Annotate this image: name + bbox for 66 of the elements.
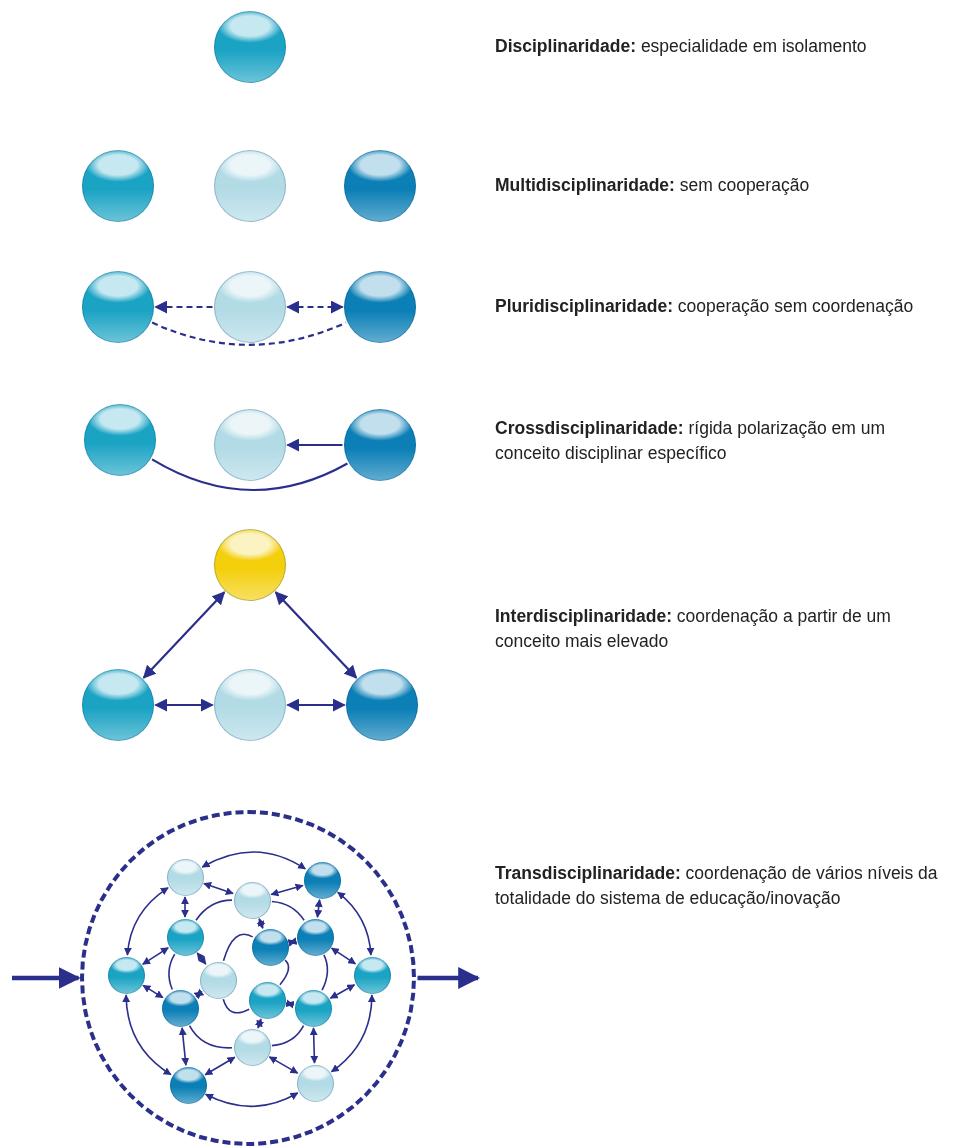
dashed-circle	[80, 810, 416, 1146]
double-arrow	[201, 851, 307, 870]
description-text: Multidisciplinaridade: sem cooperação	[495, 174, 811, 197]
double-arrow	[268, 1056, 299, 1074]
connector-line	[271, 1024, 305, 1047]
double-arrow	[178, 1027, 190, 1066]
double-arrow	[193, 988, 205, 1000]
connector-line	[151, 458, 348, 492]
sphere	[166, 858, 204, 896]
arrow	[154, 300, 213, 314]
sphere	[166, 918, 204, 956]
description-text: Disciplinaridade: especialidade em isolamento	[495, 35, 868, 58]
double-arrow	[330, 947, 357, 965]
sphere	[214, 529, 286, 601]
sphere	[161, 989, 199, 1027]
connector-line	[168, 953, 176, 991]
connector-line	[321, 954, 329, 991]
double-arrow	[122, 994, 172, 1076]
double-arrow	[142, 947, 169, 965]
double-arrow	[203, 882, 234, 895]
double-arrow	[329, 984, 356, 999]
double-arrow	[286, 300, 344, 314]
connector-line	[195, 899, 233, 922]
sphere	[199, 961, 237, 999]
double-arrow	[204, 1056, 236, 1076]
arrow	[286, 438, 343, 452]
sphere	[296, 918, 334, 956]
sphere	[233, 1028, 271, 1066]
double-arrow	[154, 698, 214, 712]
sphere	[169, 1066, 207, 1104]
double-arrow	[287, 937, 298, 947]
double-arrow	[254, 1018, 265, 1029]
connector-line	[271, 900, 305, 922]
connector-line	[222, 933, 254, 962]
double-arrow	[274, 591, 358, 679]
sphere	[233, 881, 271, 919]
double-arrow	[204, 1092, 299, 1108]
double-arrow	[337, 891, 375, 956]
double-arrow	[330, 994, 376, 1073]
double-arrow	[256, 917, 266, 930]
double-arrow	[142, 984, 164, 999]
sphere	[294, 989, 332, 1027]
sphere	[248, 981, 286, 1019]
connector-line	[222, 998, 250, 1014]
double-arrow	[286, 698, 346, 712]
double-arrow	[309, 1027, 319, 1064]
description-text: Interdisciplinaridade: coordenação a partir de um conceito mais elevado	[495, 605, 892, 653]
double-arrow	[142, 591, 226, 679]
connector-line	[279, 959, 290, 986]
arrow	[417, 967, 481, 989]
double-arrow	[270, 883, 304, 897]
sphere	[251, 928, 289, 966]
double-arrow	[124, 887, 169, 956]
double-arrow	[314, 899, 323, 918]
arrow	[12, 967, 81, 989]
sphere	[353, 956, 391, 994]
description-text: Crossdisciplinaridade: rígida polarização em um conceito disciplinar específico	[495, 417, 887, 465]
description-text: Pluridisciplinaridade: cooperação sem coordenação	[495, 295, 915, 318]
double-arrow	[285, 999, 295, 1009]
connector-line	[188, 1024, 233, 1049]
sphere	[296, 1064, 334, 1102]
sphere	[303, 861, 341, 899]
sphere	[107, 956, 145, 994]
double-arrow	[196, 952, 207, 965]
description-text: Transdisciplinaridade: coordenação de vários níveis da totalidade do sistema de educação/inovação	[495, 862, 939, 910]
double-arrow	[181, 896, 189, 918]
